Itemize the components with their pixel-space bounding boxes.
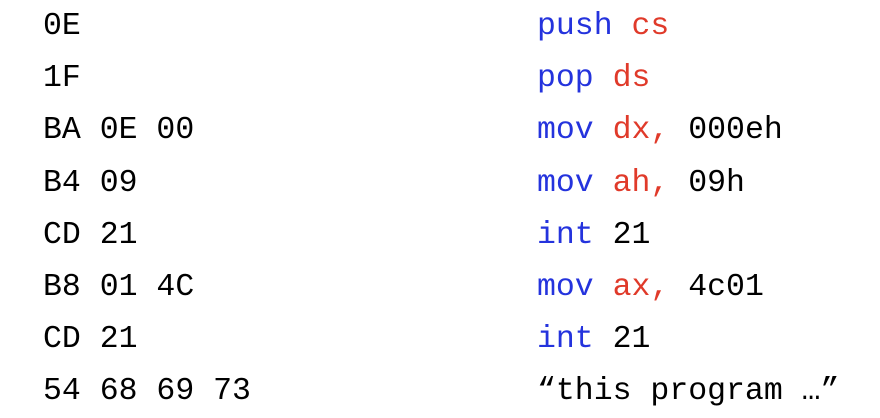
- asm-token: pop: [537, 61, 594, 97]
- hex-bytes: CD 21: [43, 217, 138, 253]
- asm-token: 09h: [669, 165, 745, 201]
- asm-token: mov: [537, 113, 594, 149]
- listing-row: B8 01 4C mov ax, 4c01: [43, 262, 880, 314]
- asm-token: [594, 166, 613, 201]
- asm-token: dx,: [612, 113, 670, 149]
- asm-token: int: [537, 322, 594, 358]
- asm-token: ax,: [612, 269, 670, 305]
- asm-token: ds: [612, 61, 651, 97]
- asm-instruction: pop ds: [537, 53, 650, 105]
- hex-bytes: 54 68 69 73: [43, 374, 251, 410]
- asm-token: 4c01: [669, 269, 764, 305]
- asm-token: ah,: [612, 165, 670, 201]
- asm-token: push: [537, 9, 613, 44]
- asm-instruction: int 21: [537, 314, 650, 366]
- asm-token: [613, 9, 632, 44]
- asm-instruction: mov ax, 4c01: [537, 262, 764, 314]
- asm-token: 21: [593, 217, 651, 253]
- asm-token: 000eh: [669, 113, 783, 149]
- listing-row: 1F pop ds: [43, 53, 880, 105]
- asm-instruction: “this program …”: [537, 366, 839, 418]
- asm-token: “this program …”: [537, 374, 840, 410]
- asm-token: cs: [631, 9, 670, 44]
- asm-token: int: [537, 217, 594, 253]
- asm-token: 21: [593, 322, 651, 358]
- asm-token: [594, 113, 613, 148]
- listing-row: CD 21 int 21: [43, 314, 880, 366]
- listing-row: BA 0E 00 mov dx, 000eh: [43, 105, 880, 157]
- hex-bytes: B4 09: [43, 165, 138, 201]
- listing-row: 0E push cs: [43, 1, 880, 53]
- asm-instruction: int 21: [537, 210, 650, 262]
- hex-bytes: 0E: [43, 9, 81, 44]
- asm-instruction: mov dx, 000eh: [537, 105, 783, 157]
- asm-token: [594, 270, 613, 305]
- listing-row: CD 21 int 21: [43, 210, 880, 262]
- listing-row: 54 68 69 73 “this program …”: [43, 366, 880, 418]
- hex-bytes: 1F: [43, 61, 81, 97]
- listing-row: B4 09 mov ah, 09h: [43, 158, 880, 210]
- asm-token: mov: [537, 165, 594, 201]
- hex-bytes: CD 21: [43, 322, 138, 358]
- hex-bytes: BA 0E 00: [43, 113, 195, 149]
- asm-token: mov: [537, 269, 594, 305]
- hex-bytes: B8 01 4C: [43, 269, 195, 305]
- asm-instruction: push cs: [537, 1, 669, 53]
- asm-instruction: mov ah, 09h: [537, 158, 745, 210]
- asm-token: [594, 61, 613, 96]
